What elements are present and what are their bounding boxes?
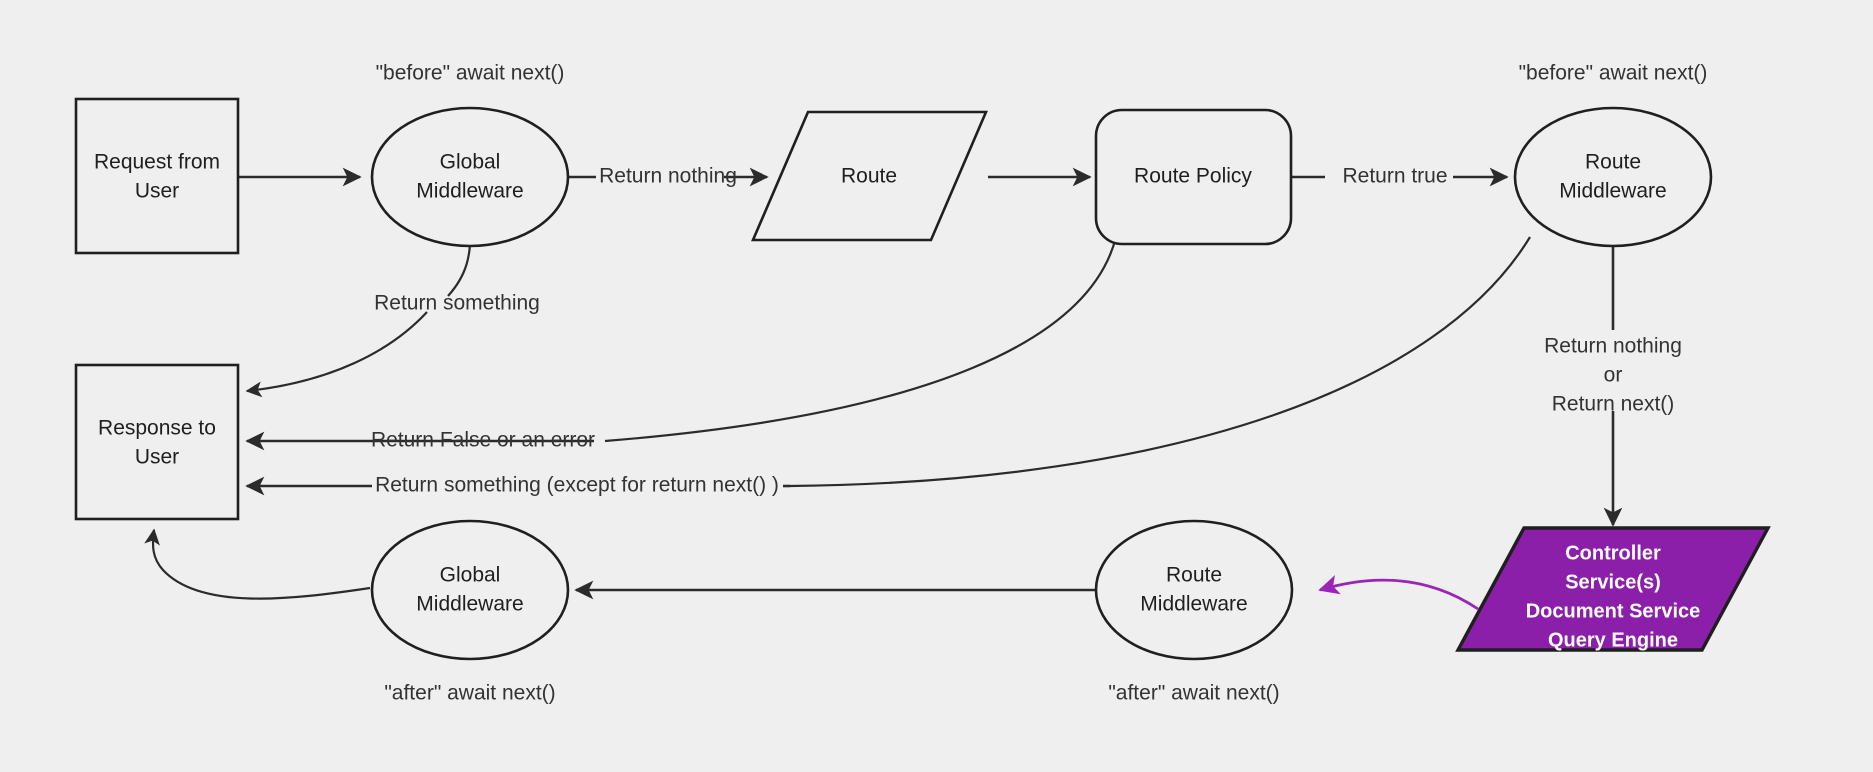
label-global-middleware-bottom-line2: Middleware: [416, 593, 523, 616]
label-response-to-user-line2: User: [135, 446, 179, 469]
edge-label-return-false-or-error: Return False or an error: [371, 429, 595, 452]
label-request-from-user-line1: Request from: [94, 151, 220, 174]
node-global-middleware-top[interactable]: [370, 106, 570, 248]
label-global-middleware-top-line2: Middleware: [416, 180, 523, 203]
edge-route-middleware-return-something-curve: [789, 236, 1531, 488]
label-route-middleware-top-line1: Route: [1585, 151, 1641, 174]
label-route-middleware-bottom-line1: Route: [1166, 564, 1222, 587]
label-request-from-user-line2: User: [135, 180, 179, 203]
edge-controller-to-route-middleware-purple: [1318, 574, 1479, 611]
node-route[interactable]: [751, 110, 988, 242]
label-route: Route: [841, 165, 897, 188]
label-global-middleware-top-line1: Global: [440, 151, 501, 174]
edge-global-middleware-bottom-to-response: [144, 528, 371, 600]
note-after-await-next-route: "after" await next(): [1108, 682, 1279, 705]
note-after-await-next-global: "after" await next(): [384, 682, 555, 705]
node-controller-services[interactable]: [1455, 526, 1771, 652]
node-route-policy[interactable]: [1094, 108, 1293, 246]
label-controller-line4: Query Engine: [1548, 629, 1678, 651]
label-route-middleware-bottom-line2: Middleware: [1140, 593, 1247, 616]
edge-label-return-something: Return something: [374, 292, 540, 315]
label-route-middleware-top-line2: Middleware: [1559, 180, 1666, 203]
label-global-middleware-bottom-line1: Global: [440, 564, 501, 587]
note-before-await-next-global: "before" await next(): [376, 62, 565, 85]
label-route-policy: Route Policy: [1134, 165, 1252, 188]
note-before-await-next-route: "before" await next(): [1519, 62, 1708, 85]
label-controller-line1: Controller: [1565, 542, 1661, 564]
node-response-to-user[interactable]: [74, 363, 240, 521]
node-route-middleware-top[interactable]: [1513, 106, 1713, 248]
edge-label-return-nothing: Return nothing: [599, 165, 737, 188]
edge-global-middleware-return-something-lower: [245, 311, 428, 398]
label-response-to-user-line1: Response to: [98, 417, 216, 440]
node-request-from-user[interactable]: [74, 97, 240, 255]
label-controller-line2: Service(s): [1565, 571, 1661, 593]
edge-label-return-nothing-or-next-line3: Return next(): [1552, 393, 1675, 416]
edge-label-return-something-except: Return something (except for return next…: [375, 474, 779, 497]
edge-route-policy-return-false-curve: [604, 236, 1118, 443]
node-global-middleware-bottom[interactable]: [370, 519, 570, 661]
edge-label-return-nothing-or-next-line2: or: [1604, 364, 1623, 387]
edge-label-return-true: Return true: [1342, 165, 1447, 188]
label-controller-line3: Document Service: [1526, 600, 1701, 622]
node-route-middleware-bottom[interactable]: [1094, 519, 1294, 661]
edge-label-return-nothing-or-next-line1: Return nothing: [1544, 335, 1682, 358]
